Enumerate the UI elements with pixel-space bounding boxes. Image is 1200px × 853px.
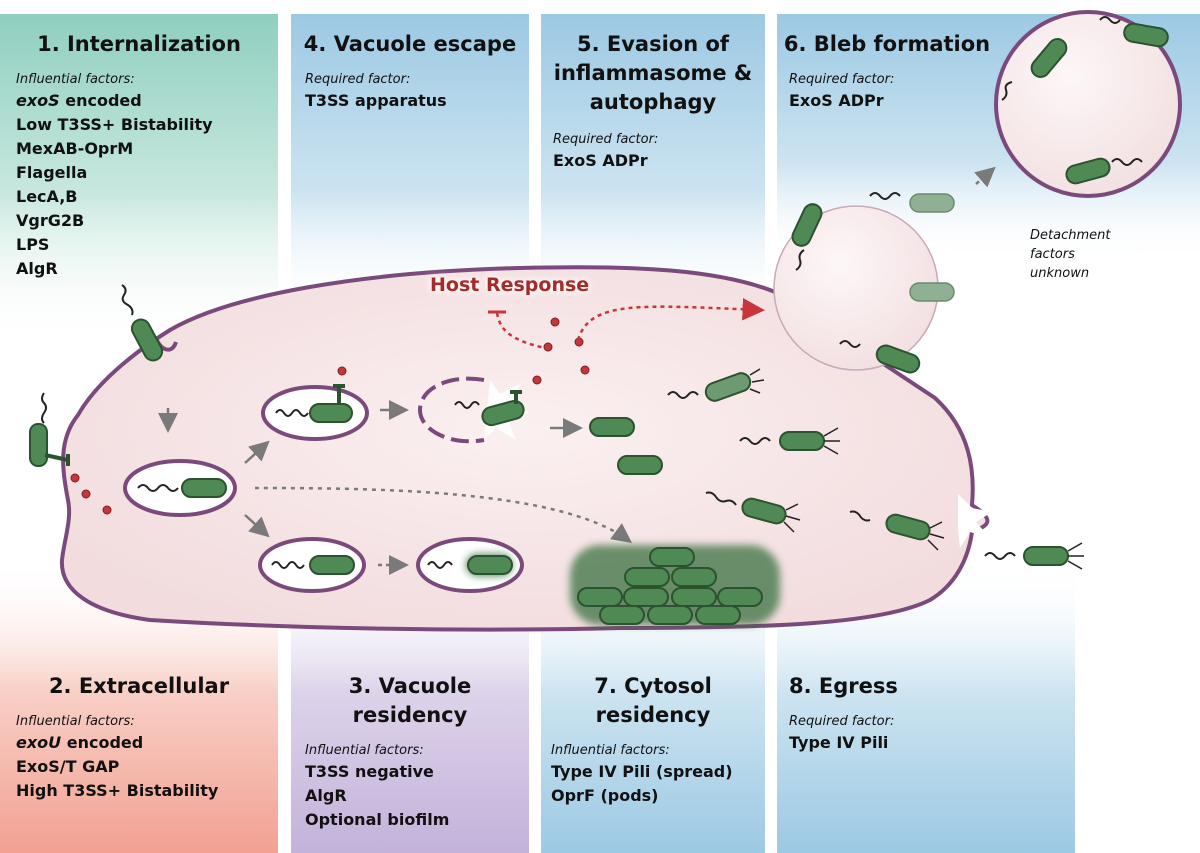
panel-vacuole-escape: [291, 14, 529, 314]
bacterium-entering: [121, 284, 164, 362]
factor-item: T3SS apparatus: [305, 91, 447, 110]
factor-item: AlgR: [16, 259, 58, 278]
detached-bleb-bacteria: [1001, 16, 1169, 185]
effector-dots-extracellular: [70, 473, 112, 515]
bleb-bacteria: [791, 192, 955, 374]
host-response-label: Host Response: [430, 274, 590, 296]
factor-item: ExoS ADPr: [553, 151, 648, 170]
stage-title: 4. Vacuole escape: [303, 32, 517, 56]
factor-label: Required factor:: [553, 132, 659, 147]
detachment-note: Detachment factors unknown: [1030, 228, 1111, 281]
factor-item: LecA,B: [16, 187, 78, 206]
flagellated-bacteria: [667, 368, 945, 551]
factor-item: OprF (pods): [551, 786, 659, 805]
effector-dots-cytosol: [532, 317, 590, 385]
stage-title: 8. Egress: [789, 674, 898, 698]
factor-label: Required factor:: [789, 714, 895, 729]
stage-title: 2. Extracellular: [48, 674, 230, 698]
factor-item: Flagella: [16, 163, 88, 182]
egress-rupture: [958, 494, 992, 548]
panel-internalization: [0, 14, 278, 344]
factor-item: Optional biofilm: [305, 810, 450, 829]
factor-item: LPS: [16, 235, 50, 254]
factor-item: exoU encoded: [16, 733, 144, 752]
factor-label: Required factor:: [305, 72, 411, 87]
factor-item: ExoS/T GAP: [16, 757, 120, 776]
stage-title: 7. Cytosol residency: [594, 674, 712, 727]
factor-label: Influential factors:: [16, 72, 135, 87]
stage-extracellular: 2. Extracellular Influential factors: ex…: [0, 672, 278, 803]
stage-internalization: 1. Internalization Influential factors: …: [0, 30, 278, 281]
panel-evasion: [541, 14, 765, 314]
stage-cytosol-residency: 7. Cytosol residency Influential factors…: [541, 672, 765, 808]
inhibition-line: [495, 312, 546, 350]
arrow-to-residency: [244, 514, 270, 538]
stage-egress: 8. Egress Required factor: Type IV Pili: [777, 672, 977, 755]
detach-arrow: [974, 166, 996, 188]
vacuole-broken: [417, 376, 485, 444]
stage-vacuole-escape: 4. Vacuole escape Required factor: T3SS …: [291, 30, 529, 113]
stage-title: 1. Internalization: [37, 32, 241, 56]
bacterium-egressing: [984, 542, 1084, 570]
factor-item: Type IV Pili: [789, 733, 889, 752]
arrow-to-escape: [244, 440, 270, 464]
factor-label: Influential factors:: [305, 743, 424, 758]
stage-title: 6. Bleb formation: [783, 32, 991, 56]
stage-evasion: 5. Evasion of inflammasome & autophagy R…: [541, 30, 765, 173]
factor-label: Required factor:: [789, 72, 895, 87]
cytosol-bacteria: [589, 417, 663, 475]
factor-item: T3SS negative: [305, 762, 434, 781]
factor-item: ExoS ADPr: [789, 91, 884, 110]
stage-title: 3. Vacuole residency: [348, 674, 472, 727]
stage-vacuole-residency: 3. Vacuole residency Influential factors…: [291, 672, 529, 832]
bacterium-attached: [29, 392, 70, 467]
factor-item: High T3SS+ Bistability: [16, 781, 219, 800]
factor-label: Influential factors:: [16, 714, 135, 729]
arrow-to-biofilm: [254, 486, 633, 543]
vacuole-initial: [123, 459, 237, 517]
factor-item: Type IV Pili (spread): [551, 762, 733, 781]
factor-label: Influential factors:: [551, 743, 670, 758]
arrow-to-bleb: [576, 298, 765, 341]
stage-title: 5. Evasion of inflammasome & autophagy: [553, 32, 753, 114]
factor-item: AlgR: [305, 786, 347, 805]
factor-item: exoS encoded: [16, 91, 142, 110]
factor-item: MexAB-OprM: [16, 139, 134, 158]
factor-item: VgrG2B: [16, 211, 85, 230]
factor-item: Low T3SS+ Bistability: [16, 115, 213, 134]
biofilm: [570, 545, 780, 625]
stage-bleb: 6. Bleb formation Required factor: ExoS …: [777, 30, 997, 113]
